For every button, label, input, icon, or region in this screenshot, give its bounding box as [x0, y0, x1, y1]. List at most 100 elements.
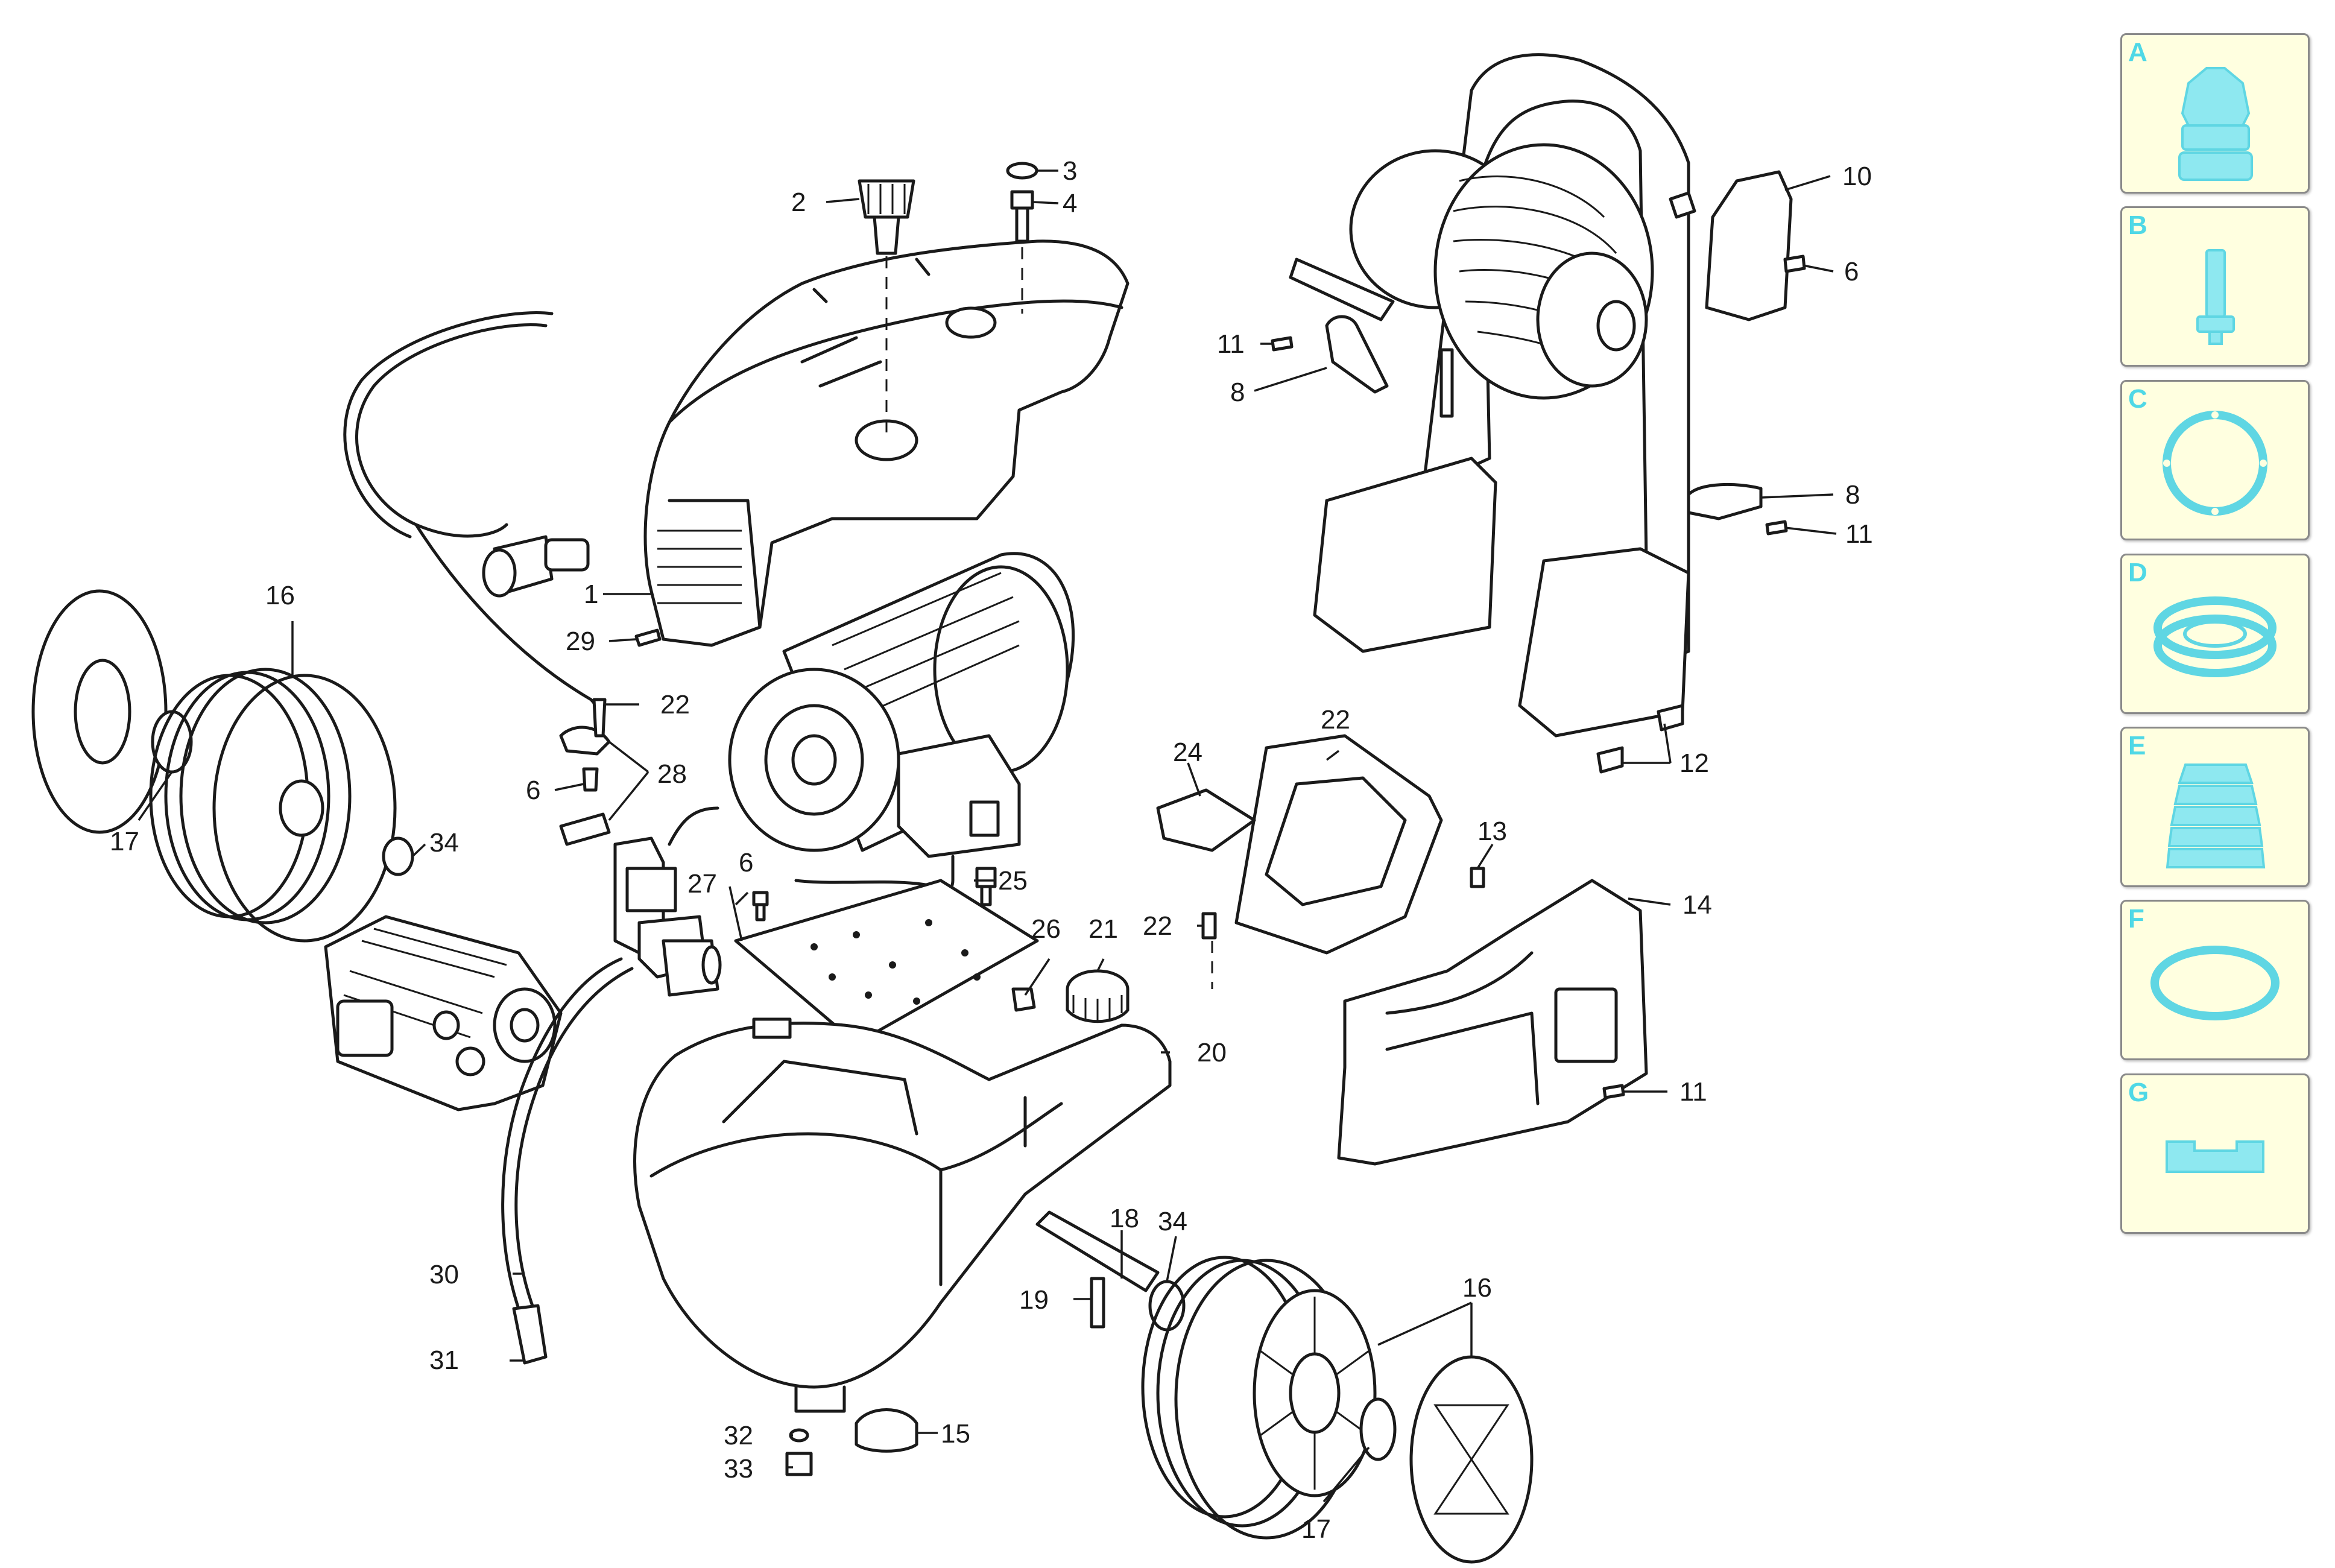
legend-letter: E	[2128, 731, 2146, 760]
power-cable	[343, 311, 603, 750]
legend-letter: C	[2128, 384, 2147, 414]
screw-part-11-b	[1765, 520, 1788, 536]
callout-30: 30	[429, 1260, 459, 1289]
clip-part-8-right	[1687, 482, 1763, 520]
legend-item-a[interactable]: A	[2120, 33, 2310, 194]
callout-31: 31	[429, 1345, 459, 1375]
legend-letter: G	[2128, 1078, 2149, 1107]
legend-item-d[interactable]: D	[2120, 554, 2310, 714]
screw-part-6-right	[1783, 254, 1806, 273]
pump-unit	[324, 915, 563, 1111]
legend-letter: D	[2128, 558, 2147, 587]
callout-6: 6	[1844, 257, 1859, 286]
legend-item-e[interactable]: E	[2120, 727, 2310, 887]
callout-22: 22	[660, 690, 690, 719]
bracket-part-28	[559, 698, 611, 846]
legend-item-g[interactable]: G	[2120, 1073, 2310, 1234]
block-icon	[2166, 1140, 2264, 1173]
callout-2: 2	[791, 188, 806, 217]
legend-letter: B	[2128, 210, 2147, 240]
callout-1: 1	[584, 580, 598, 609]
callout-17: 17	[110, 827, 139, 856]
plug-part-33	[785, 1452, 813, 1476]
gasket-ring-icon	[2163, 411, 2267, 516]
cap-part-21	[1066, 969, 1130, 1023]
hose-reel-frame	[1289, 53, 1696, 738]
clip-part-8-top	[1325, 315, 1389, 394]
screw-part-6-left	[752, 891, 769, 922]
washer-part-32	[789, 1428, 809, 1443]
holder-part-10	[1705, 170, 1793, 321]
callout-8: 8	[1230, 378, 1245, 407]
screw-part-11-c	[1602, 1084, 1625, 1099]
o-ring-icon	[2150, 946, 2280, 1020]
callout-26: 26	[1031, 914, 1061, 944]
callout-4: 4	[1063, 189, 1077, 218]
callout-11: 11	[1217, 329, 1245, 359]
chassis-part-20	[633, 1017, 1172, 1413]
screw-part-29	[634, 628, 662, 647]
pin-part-19	[1090, 1277, 1105, 1329]
callout-labels: 2 3 4 1 29 22 28 6 16 17 34 30 31 6 27 2…	[110, 156, 1873, 1544]
callout-12: 12	[1679, 748, 1709, 778]
callout-11: 11	[1679, 1077, 1707, 1107]
callout-14: 14	[1683, 890, 1712, 920]
foot-part-12	[1596, 704, 1684, 774]
callout-6: 6	[739, 848, 753, 877]
electric-motor	[728, 552, 1075, 897]
bellows-icon	[2166, 763, 2266, 868]
hose-part-30	[501, 957, 634, 1365]
callout-6: 6	[526, 776, 540, 805]
callout-25: 25	[998, 866, 1028, 896]
foot-part-15	[855, 1408, 918, 1453]
knob-part-2	[858, 179, 915, 434]
callout-19: 19	[1019, 1285, 1049, 1315]
bracket-part-23	[1234, 734, 1443, 955]
legend-item-f[interactable]: F	[2120, 900, 2310, 1060]
callout-21: 21	[1089, 914, 1118, 944]
leader-lines	[137, 169, 1837, 1503]
callout-20: 20	[1197, 1038, 1227, 1067]
callout-17: 17	[1301, 1514, 1331, 1544]
screw-part-11-a	[1271, 336, 1294, 352]
callout-29: 29	[566, 627, 595, 656]
callout-33: 33	[724, 1454, 753, 1484]
callout-32: 32	[724, 1421, 753, 1450]
wheel-left	[31, 589, 414, 943]
callout-15: 15	[941, 1419, 970, 1449]
callout-16: 16	[1462, 1273, 1492, 1303]
axle-part-18	[1035, 1210, 1160, 1292]
bolt-part-25	[975, 867, 997, 906]
callout-11: 11	[1845, 519, 1873, 549]
legend-item-c[interactable]: C	[2120, 380, 2310, 540]
callout-24: 24	[1173, 738, 1202, 767]
callout-34: 34	[1158, 1207, 1187, 1236]
screw-part-4	[1006, 162, 1038, 314]
seal-ring-icon	[2153, 596, 2277, 677]
callout-34: 34	[429, 828, 459, 858]
pad-part-24	[1156, 788, 1256, 852]
callout-28: 28	[657, 759, 687, 789]
legend-item-b[interactable]: B	[2120, 206, 2310, 367]
callout-27: 27	[687, 869, 717, 899]
callout-23: 22	[1321, 705, 1350, 735]
callout-3: 3	[1063, 156, 1077, 186]
wheel-right	[1141, 1256, 1534, 1564]
base-plate-part-27	[734, 879, 1039, 1045]
legend-letter: F	[2128, 904, 2144, 934]
callout-16: 16	[265, 581, 295, 610]
callout-13: 13	[1477, 817, 1507, 846]
screw-part-22-mid	[1201, 912, 1217, 940]
callout-18: 18	[1110, 1204, 1139, 1233]
nozzle-icon	[2178, 67, 2253, 181]
cover-hood	[643, 239, 1130, 647]
nut-part-26	[1011, 987, 1036, 1012]
pin-icon	[2196, 249, 2235, 345]
callout-22: 22	[1143, 911, 1172, 941]
screw-part-13	[1470, 867, 1485, 888]
valve-block	[613, 806, 722, 997]
callout-8: 8	[1845, 480, 1860, 510]
callout-10: 10	[1842, 162, 1872, 191]
legend-letter: A	[2128, 37, 2147, 67]
